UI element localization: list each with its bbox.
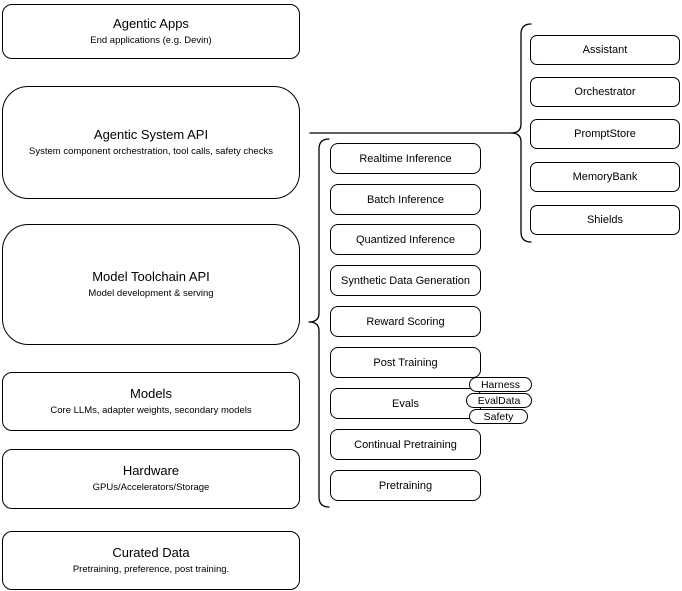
box-curated-data: Curated Data Pretraining, preference, po…	[2, 531, 300, 590]
service-label: Continual Pretraining	[354, 438, 457, 451]
service-box-synthetic-data-generation: Synthetic Data Generation	[330, 265, 481, 296]
box-model-toolchain-api-title: Model Toolchain API	[92, 268, 210, 284]
box-agentic-system-api-subtitle: System component orchestration, tool cal…	[29, 145, 273, 157]
box-models: Models Core LLMs, adapter weights, secon…	[2, 372, 300, 431]
service-box-reward-scoring: Reward Scoring	[330, 306, 481, 337]
service-box-batch-inference: Batch Inference	[330, 184, 481, 215]
service-box-post-training: Post Training	[330, 347, 481, 378]
box-model-toolchain-api: Model Toolchain API Model development & …	[2, 224, 300, 345]
service-label: Batch Inference	[366, 193, 445, 206]
box-agentic-apps-title: Agentic Apps	[113, 15, 189, 31]
box-model-toolchain-api-subtitle: Model development & serving	[88, 287, 214, 299]
service-box-continual-pretraining: Continual Pretraining	[330, 429, 481, 460]
box-agentic-system-api-title: Agentic System API	[93, 126, 209, 142]
component-box-shields: Shields	[530, 205, 680, 235]
box-agentic-apps-subtitle: End applications (e.g. Devin)	[90, 34, 212, 46]
evals-tag-label: Safety	[483, 410, 514, 423]
service-box-quantized-inference: Quantized Inference	[330, 224, 481, 255]
service-label: Realtime Inference	[359, 152, 452, 165]
brace-toolchain-services	[308, 138, 330, 508]
component-label: MemoryBank	[572, 171, 638, 183]
component-label: Assistant	[582, 44, 628, 56]
component-box-orchestrator: Orchestrator	[530, 77, 680, 107]
box-agentic-system-api: Agentic System API System component orch…	[2, 86, 300, 199]
box-agentic-apps: Agentic Apps End applications (e.g. Devi…	[2, 4, 300, 59]
component-label: Shields	[586, 214, 624, 226]
service-label: Reward Scoring	[366, 315, 445, 328]
brace-system-components	[510, 23, 532, 243]
service-label: Quantized Inference	[355, 233, 456, 246]
box-curated-data-subtitle: Pretraining, preference, post training.	[72, 563, 230, 575]
component-box-assistant: Assistant	[530, 35, 680, 65]
evals-tag-safety: Safety	[469, 409, 528, 424]
box-models-subtitle: Core LLMs, adapter weights, secondary mo…	[50, 404, 252, 416]
box-curated-data-title: Curated Data	[112, 544, 190, 560]
evals-tag-label: EvalData	[477, 394, 521, 407]
component-label: PromptStore	[574, 128, 636, 140]
box-hardware: Hardware GPUs/Accelerators/Storage	[2, 449, 300, 509]
component-label: Orchestrator	[574, 86, 636, 98]
evals-tag-evaldata: EvalData	[466, 393, 532, 408]
box-hardware-subtitle: GPUs/Accelerators/Storage	[92, 482, 210, 493]
service-label: Pretraining	[378, 479, 433, 492]
service-label: Post Training	[373, 356, 438, 369]
component-box-memorybank: MemoryBank	[530, 162, 680, 192]
service-label: Synthetic Data Generation	[340, 274, 471, 287]
evals-tag-harness: Harness	[469, 377, 532, 392]
service-box-evals: Evals	[330, 388, 481, 419]
component-box-promptstore: PromptStore	[530, 119, 680, 149]
service-label: Evals	[392, 397, 419, 410]
service-box-pretraining: Pretraining	[330, 470, 481, 501]
box-models-title: Models	[130, 385, 172, 401]
service-box-realtime-inference: Realtime Inference	[330, 143, 481, 174]
box-hardware-title: Hardware	[122, 463, 180, 479]
evals-tag-label: Harness	[480, 378, 521, 391]
